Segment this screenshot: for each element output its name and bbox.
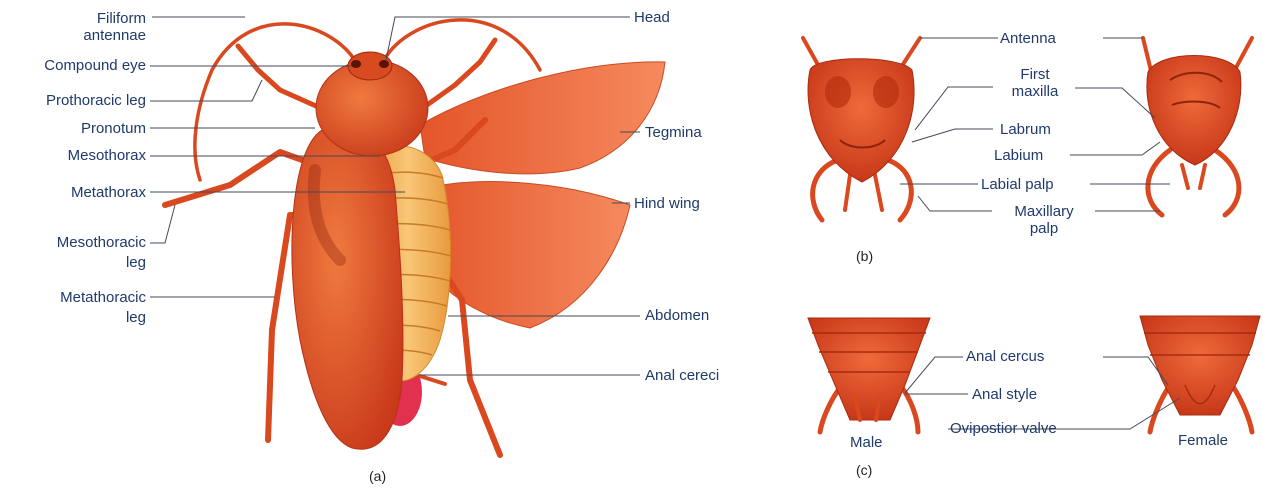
label-anal-style: Anal style bbox=[972, 386, 1037, 403]
head-back-view bbox=[1143, 38, 1252, 215]
tegmina-shape bbox=[420, 62, 665, 174]
label-ovipositor-valve: Ovipostior valve bbox=[950, 420, 1057, 437]
label-mesothoracic-leg: Mesothoracic leg bbox=[57, 234, 146, 271]
label-anal-cerci: Anal cereci bbox=[645, 367, 719, 384]
label-anal-cercus: Anal cercus bbox=[966, 348, 1044, 365]
cockroach-whole-body bbox=[165, 20, 665, 455]
label-mesothoracic-leg-line2: leg bbox=[57, 251, 146, 271]
label-mesothoracic-leg-line1: Mesothoracic bbox=[57, 234, 146, 251]
label-antenna: Antenna bbox=[1000, 30, 1056, 47]
prothoracic-leg-left bbox=[238, 46, 325, 110]
abdomen-tip-male bbox=[808, 318, 930, 432]
label-filiform-antennae-line1: Filiform bbox=[83, 10, 146, 27]
label-maxillary-palp-line1: Maxillary bbox=[994, 203, 1094, 220]
label-labial-palp: Labial palp bbox=[981, 176, 1054, 193]
figure-c-leader-lines bbox=[905, 357, 1180, 429]
hind-wing-shape bbox=[420, 182, 630, 328]
head-front-view bbox=[803, 38, 920, 220]
label-mesothorax: Mesothorax bbox=[68, 147, 146, 164]
label-compound-eye: Compound eye bbox=[44, 57, 146, 74]
label-pronotum: Pronotum bbox=[81, 120, 146, 137]
label-labrum: Labrum bbox=[1000, 121, 1051, 138]
label-metathoracic-leg-line2: leg bbox=[60, 306, 146, 326]
label-prothoracic-leg: Prothoracic leg bbox=[46, 92, 146, 109]
label-metathoracic-leg: Metathoracic leg bbox=[60, 289, 146, 326]
label-female: Female bbox=[1178, 432, 1228, 449]
right-antenna bbox=[384, 20, 540, 70]
label-first-maxilla-line1: First bbox=[995, 66, 1075, 83]
caption-c: (c) bbox=[856, 462, 872, 479]
label-maxillary-palp: Maxillary palp bbox=[994, 203, 1094, 237]
label-hind-wing: Hind wing bbox=[634, 195, 700, 212]
label-filiform-antennae: Filiform antennae bbox=[83, 10, 146, 44]
label-filiform-antennae-line2: antennae bbox=[83, 27, 146, 44]
label-head: Head bbox=[634, 9, 670, 26]
label-first-maxilla-line2: maxilla bbox=[995, 83, 1075, 100]
label-abdomen: Abdomen bbox=[645, 307, 709, 324]
label-tegmina: Tegmina bbox=[645, 124, 702, 141]
label-metathorax: Metathorax bbox=[71, 184, 146, 201]
label-first-maxilla: First maxilla bbox=[995, 66, 1075, 100]
label-metathoracic-leg-line1: Metathoracic bbox=[60, 289, 146, 306]
abdomen-tip-female bbox=[1140, 316, 1260, 432]
label-maxillary-palp-line2: palp bbox=[994, 220, 1094, 237]
label-labium: Labium bbox=[994, 147, 1043, 164]
label-male: Male bbox=[850, 434, 883, 451]
caption-b: (b) bbox=[856, 248, 873, 265]
caption-a: (a) bbox=[369, 468, 386, 485]
